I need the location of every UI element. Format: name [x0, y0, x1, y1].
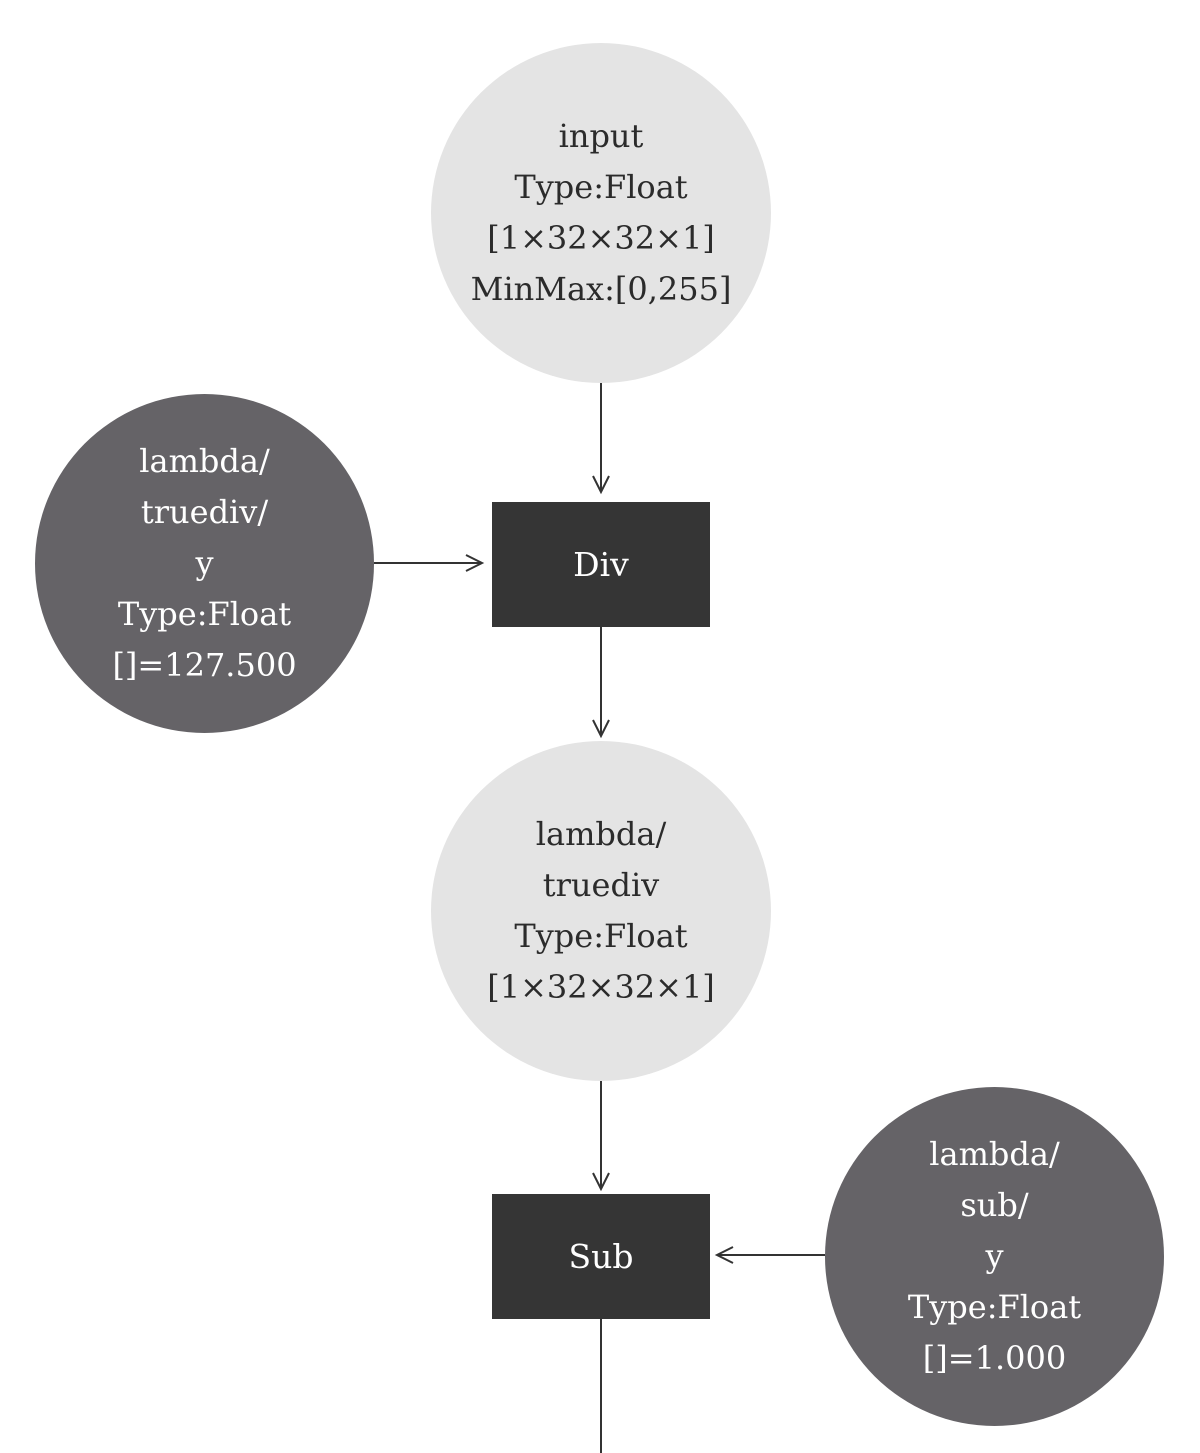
node-label-line: Type:Float — [117, 595, 292, 633]
sub-op-node[interactable]: Sub — [492, 1194, 710, 1319]
node-label-line: lambda/ — [139, 442, 270, 480]
node-label-line: lambda/ — [929, 1135, 1060, 1173]
node-label-line: MinMax:[0,255] — [470, 270, 732, 308]
node-label-line: truediv/ — [140, 493, 269, 531]
node-label-line: y — [195, 544, 214, 582]
op-label: Div — [573, 545, 629, 584]
node-label-line: []=1.000 — [922, 1339, 1067, 1377]
node-label-line: input — [558, 117, 644, 155]
node-label-line: Type:Float — [514, 168, 688, 206]
node-label-line: Type:Float — [907, 1288, 1082, 1326]
op-label: Sub — [568, 1237, 634, 1276]
truediv-tensor-node[interactable]: lambda/ truediv Type:Float [1×32×32×1] — [431, 741, 771, 1081]
truediv-y-constant-node[interactable]: lambda/ truediv/ y Type:Float []=127.500 — [35, 394, 374, 733]
node-label-line: []=127.500 — [112, 646, 297, 684]
node-label-line: [1×32×32×1] — [487, 968, 715, 1006]
node-label-line: sub/ — [960, 1186, 1029, 1224]
div-op-node[interactable]: Div — [492, 502, 710, 627]
sub-y-constant-node[interactable]: lambda/ sub/ y Type:Float []=1.000 — [825, 1087, 1164, 1426]
input-tensor-node[interactable]: input Type:Float [1×32×32×1] MinMax:[0,2… — [431, 43, 771, 383]
node-label-line: Type:Float — [514, 917, 688, 955]
node-label-line: truediv — [542, 866, 660, 904]
node-label-line: [1×32×32×1] — [487, 219, 715, 257]
node-label-line: lambda/ — [535, 815, 667, 853]
node-label-line: y — [985, 1237, 1004, 1275]
